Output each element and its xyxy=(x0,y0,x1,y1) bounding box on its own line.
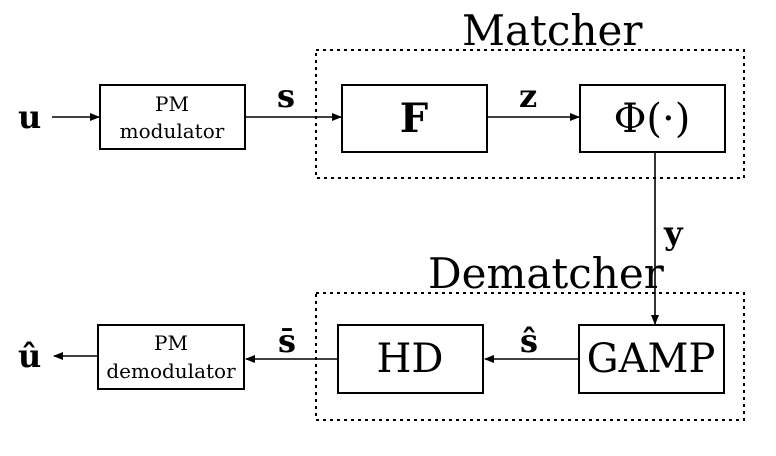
dematcher-label: Dematcher xyxy=(428,249,665,298)
pm-modulator-line1: PM xyxy=(155,92,189,116)
signal-y: y xyxy=(663,214,684,252)
dematcher-group xyxy=(315,292,745,421)
pm-modulator-block xyxy=(99,84,246,150)
pm-demodulator-line1: PM xyxy=(154,331,188,355)
signal-s: s xyxy=(277,77,295,115)
signal-s-hat: ŝ xyxy=(520,322,538,360)
signal-u-hat: û xyxy=(18,337,41,375)
pm-demodulator-block xyxy=(97,324,245,390)
pm-demodulator-line2: demodulator xyxy=(106,359,236,383)
f-block-label: F xyxy=(400,95,428,142)
signal-s-bar: s̄ xyxy=(278,322,296,360)
pm-modulator-line2: modulator xyxy=(120,119,225,143)
matcher-label: Matcher xyxy=(462,6,643,55)
phi-block xyxy=(579,84,726,153)
signal-z: z xyxy=(519,77,537,115)
matcher-group xyxy=(315,49,745,179)
hd-block-label: HD xyxy=(377,336,444,382)
gamp-block-label: GAMP xyxy=(587,336,716,382)
signal-u: u xyxy=(18,98,41,136)
hd-block xyxy=(337,324,484,394)
f-block xyxy=(341,84,488,153)
gamp-block xyxy=(578,324,725,394)
phi-block-label: Φ(·) xyxy=(614,96,691,142)
